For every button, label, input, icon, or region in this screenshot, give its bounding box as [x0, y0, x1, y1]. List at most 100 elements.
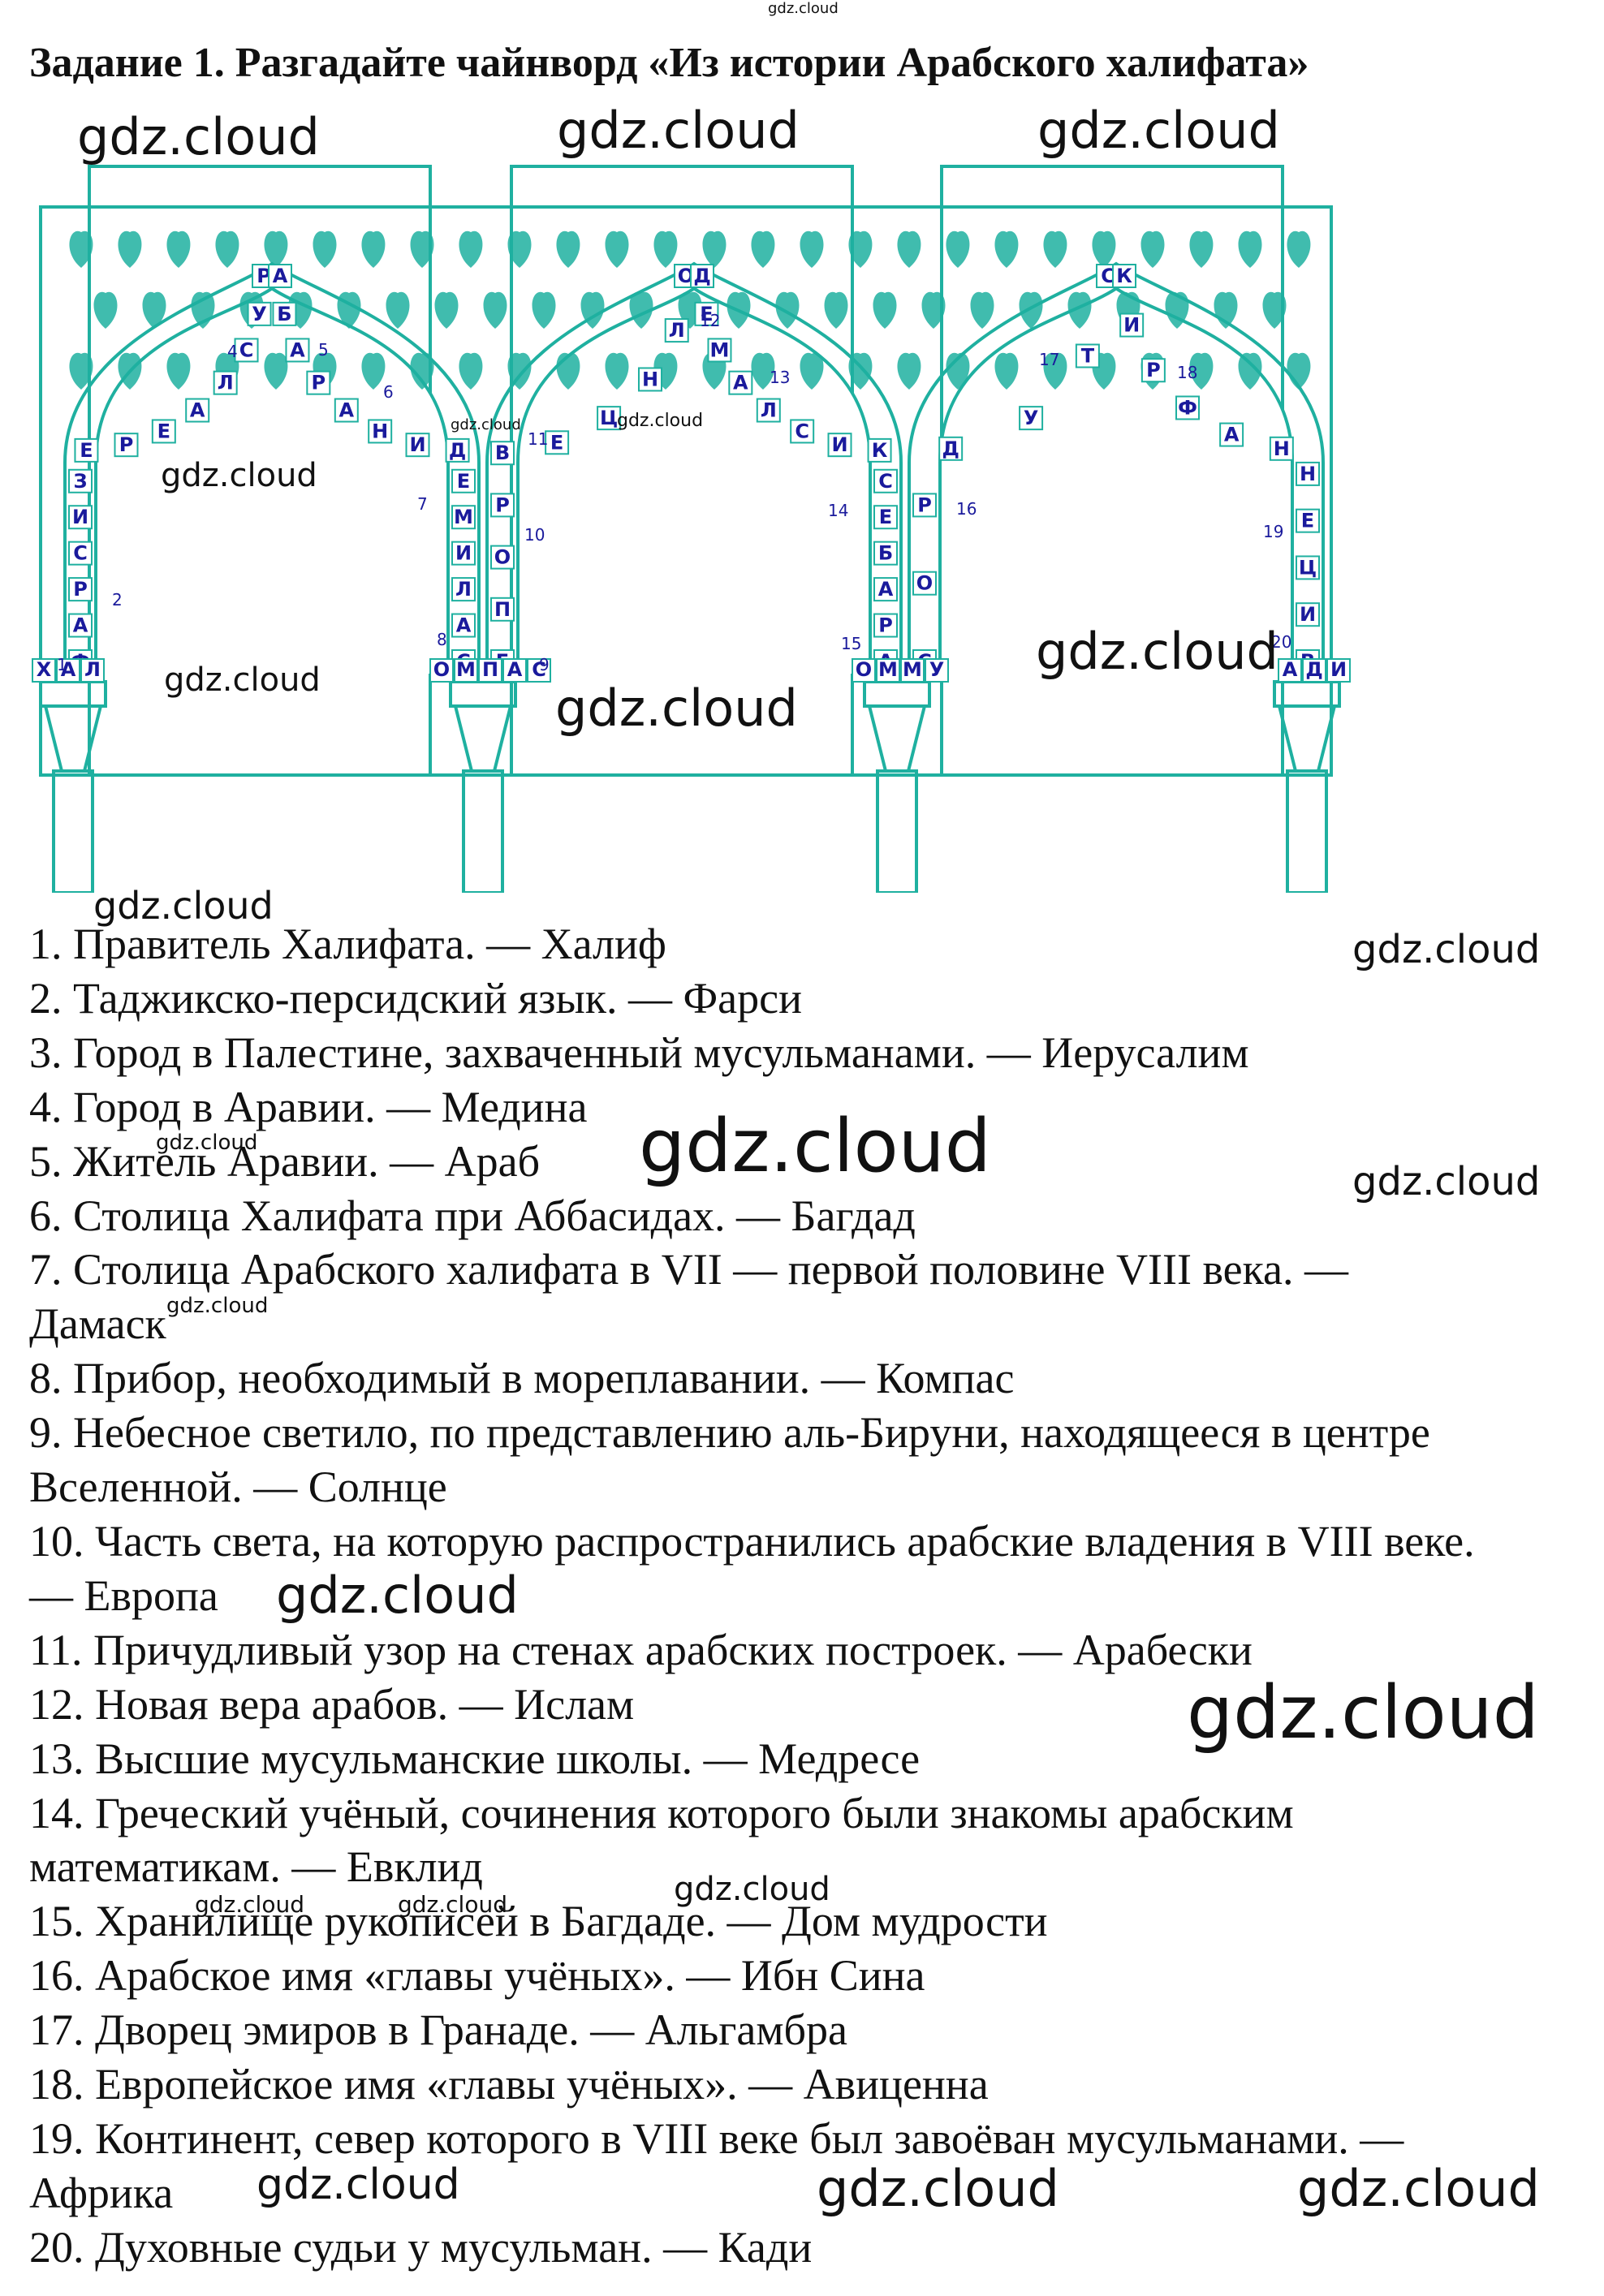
ornament-leaf [337, 291, 361, 329]
letter-tile [213, 370, 238, 395]
letter-tile [690, 264, 714, 288]
tile-letter: М [903, 658, 922, 681]
clue-item: 11. Причудливый узор на стенах арабских … [29, 1625, 1253, 1674]
ornament-leaf [166, 352, 191, 390]
clue-item: 19. Континент, север которого в VIII век… [29, 2113, 1404, 2163]
letter-tile [1140, 358, 1166, 383]
letter-tile [454, 658, 478, 683]
ornament-leaf [142, 291, 166, 329]
tile-letter: Р [878, 614, 893, 637]
watermark: gdz.cloud [77, 107, 320, 166]
ornament-leaf [1189, 230, 1214, 268]
arch-inner-curve [938, 286, 1294, 674]
tile-letter: К [872, 439, 888, 462]
letter-tile [756, 398, 781, 423]
clue-number: 8 [437, 630, 447, 649]
tile-letter: Н [642, 368, 658, 390]
clue-item: 1. Правитель Халифата. — Халиф [29, 920, 666, 968]
ornament-leaf [1238, 352, 1262, 390]
clue-item: 3. Город в Палестине, захваченный мусуль… [29, 1027, 1249, 1077]
letter-tile [451, 541, 476, 566]
ornament-leaf [970, 291, 994, 329]
clue-item: Вселенной. — Солнце [29, 1462, 447, 1512]
tile-letter: А [878, 578, 894, 601]
tile-letter: Л [455, 578, 472, 601]
tile-letter: С [532, 658, 546, 681]
letter-tile [68, 613, 93, 638]
letter-tile [1296, 602, 1320, 627]
letter-tile [478, 658, 502, 683]
ornament-leaf [386, 291, 410, 329]
clue-number: 4 [227, 342, 238, 361]
clue-item: 10. Часть света, на которую распространи… [29, 1516, 1475, 1566]
ornament-leaf [897, 352, 921, 390]
tile-letter: А [273, 265, 288, 287]
letter-tile [151, 419, 176, 444]
tile-letter: И [1123, 314, 1140, 337]
tile-letter: Е [879, 506, 892, 528]
ornament-leaf [629, 291, 653, 329]
clue-item: Дамаск [29, 1299, 166, 1349]
ornament-leaf [775, 291, 800, 329]
clue-item: 17. Дворец эмиров в Гранаде. — Альгамбра [29, 2005, 847, 2055]
arch-frame [39, 165, 1341, 893]
ornament-leaf [410, 352, 434, 390]
letter-tile [268, 264, 292, 288]
tile-letter: Е [700, 303, 713, 325]
clue-number: 17 [1039, 350, 1059, 369]
letter-tile [1219, 422, 1244, 447]
ornament-leaf [1214, 291, 1238, 329]
arch-inner-curve [516, 286, 872, 674]
clue-number: 6 [383, 382, 394, 402]
letter-tile [876, 658, 900, 683]
letter-tile [900, 658, 925, 683]
watermark: gdz.cloud [617, 411, 704, 431]
watermark: gdz.cloud [195, 1891, 304, 1918]
letter-tile [247, 301, 272, 326]
tile-letter: Р [495, 493, 510, 516]
ornament-leaf [946, 230, 970, 268]
letter-tile [1302, 658, 1326, 683]
clue-item: 4. Город в Аравии. — Медина [29, 1082, 588, 1131]
letter-tile [597, 406, 622, 431]
tile-letter: И [1300, 603, 1316, 626]
clue-number: 2 [112, 590, 123, 610]
letter-tile [1019, 406, 1044, 431]
letter-tile [451, 468, 476, 493]
tile-letter: П [482, 658, 498, 681]
ornament-leaf [264, 230, 288, 268]
tile-letter: С [239, 338, 254, 361]
tile-letter: Д [1305, 658, 1322, 681]
tile-letter: В [495, 442, 510, 464]
letter-tile [873, 541, 898, 566]
letter-tile [32, 658, 56, 683]
tile-letter: Н [1274, 437, 1290, 460]
clue-item: 16. Арабское имя «главы учёных». — Ибн С… [29, 1951, 925, 2001]
tile-letter: С [795, 420, 809, 442]
tile-letter: А [61, 658, 76, 681]
clue-item: 5. Житель Аравии. — Араб [29, 1136, 541, 1186]
letter-tile [873, 613, 898, 638]
clue-item: 12. Новая вера арабов. — Ислам [29, 1679, 635, 1729]
clue-item: Африка [29, 2168, 174, 2217]
tile-letter: М [456, 658, 476, 681]
ornament-leaf [1092, 230, 1116, 268]
clue-number: 19 [1263, 522, 1283, 541]
ornament-leaf [1140, 230, 1165, 268]
ornament-leaf [410, 230, 434, 268]
letter-tile [707, 338, 732, 363]
letter-tile [185, 398, 210, 423]
letter-tile [1269, 436, 1294, 461]
letter-tile [1296, 508, 1320, 533]
tile-letter: Е [157, 420, 170, 442]
clue-item: 9. Небесное светило, по представлению ал… [29, 1408, 1430, 1458]
letter-tile [527, 658, 551, 683]
tile-letter: Ф [1178, 396, 1197, 419]
tile-letter: М [454, 506, 473, 528]
ornament-leaf [434, 291, 459, 329]
tile-letter: Е [80, 439, 93, 462]
ornament-leaf [873, 291, 897, 329]
ornament-leaf [848, 352, 873, 390]
tile-letter: Л [669, 319, 685, 342]
ornament-leaf [946, 352, 970, 390]
